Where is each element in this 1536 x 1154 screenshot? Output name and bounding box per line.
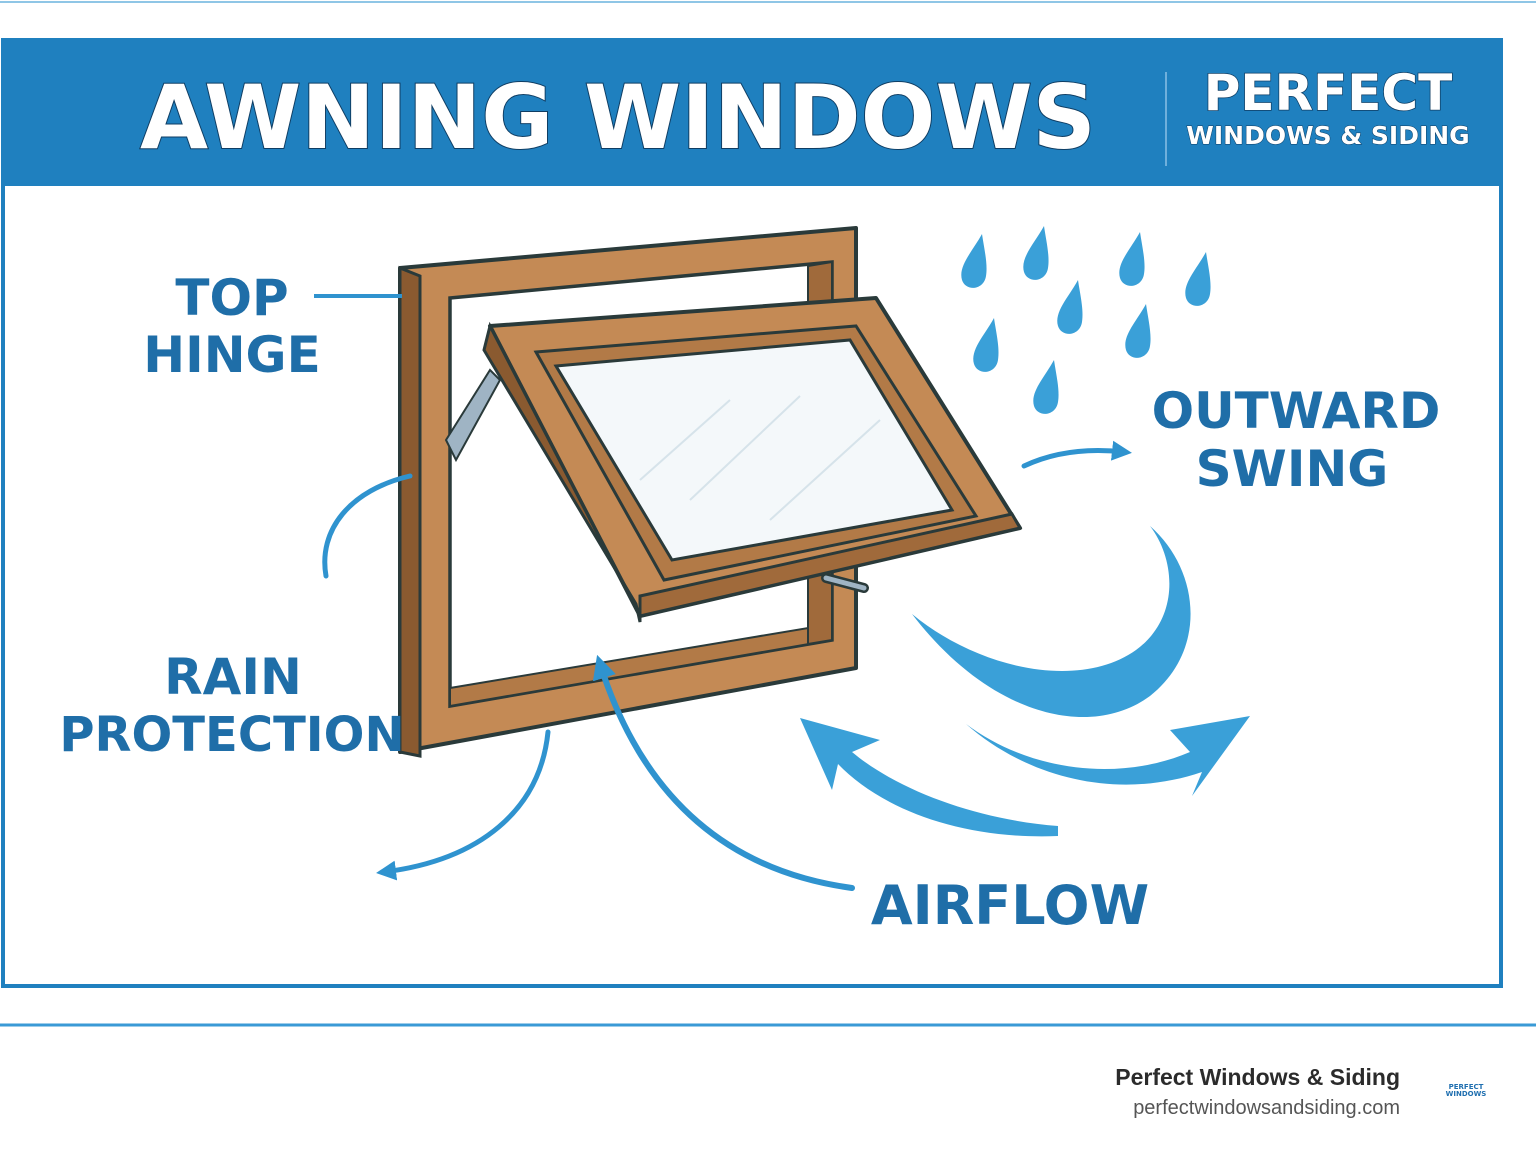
window-icon	[398, 226, 1023, 758]
glass-glare-1	[639, 399, 731, 481]
raindrop-icon	[961, 234, 987, 288]
footer-logo-line2: WINDOWS	[1445, 1090, 1487, 1098]
raindrop-icon	[1125, 304, 1151, 358]
raindrop-icon	[1023, 226, 1049, 280]
raindrop-icon	[1119, 232, 1145, 286]
raindrop-icon	[1185, 252, 1211, 306]
raindrop-icon	[1057, 280, 1083, 334]
glass-pane	[553, 338, 955, 562]
frame-side-left	[398, 265, 422, 758]
window-handle-inner	[823, 575, 867, 591]
label-rain-line2: PROTECTION	[59, 707, 404, 763]
arrow-icon	[1021, 440, 1132, 469]
label-top-hinge-line2: HINGE	[143, 326, 321, 384]
rain-drops	[961, 226, 1211, 414]
glass-glare-3	[769, 419, 881, 521]
label-top-hinge-line1: TOP	[175, 269, 288, 327]
brand-name: PERFECT	[1204, 64, 1452, 122]
support-arm	[444, 368, 502, 463]
arrow-icon	[912, 526, 1191, 718]
footer-logo-line1: PERFECT	[1448, 1083, 1484, 1091]
arrow-icon	[376, 729, 551, 881]
glass-glare-2	[689, 395, 801, 501]
footer-url[interactable]: perfectwindowsandsiding.com	[1133, 1097, 1400, 1119]
label-rain-line1: RAIN	[164, 648, 302, 706]
page-title: AWNING WINDOWS	[140, 66, 1096, 169]
sash-thickness	[482, 321, 642, 623]
label-outward-line1: OUTWARD	[1152, 382, 1441, 440]
arrow-icon	[800, 718, 1058, 837]
brand-subtitle: WINDOWS & SIDING	[1186, 121, 1469, 150]
raindrop-icon	[1033, 360, 1059, 414]
footer-company-name: Perfect Windows & Siding	[1115, 1064, 1400, 1090]
rain-protection-leader	[322, 473, 413, 579]
arrow-icon	[966, 716, 1250, 796]
sash-bottom-edge	[638, 512, 1023, 618]
footer-logo: PERFECT WINDOWS	[1444, 1083, 1488, 1101]
raindrop-icon	[973, 318, 999, 372]
label-airflow: AIRFLOW	[871, 874, 1149, 937]
arrow-icon	[592, 654, 855, 891]
header-band	[3, 40, 1501, 186]
label-outward-line2: SWING	[1196, 440, 1389, 498]
